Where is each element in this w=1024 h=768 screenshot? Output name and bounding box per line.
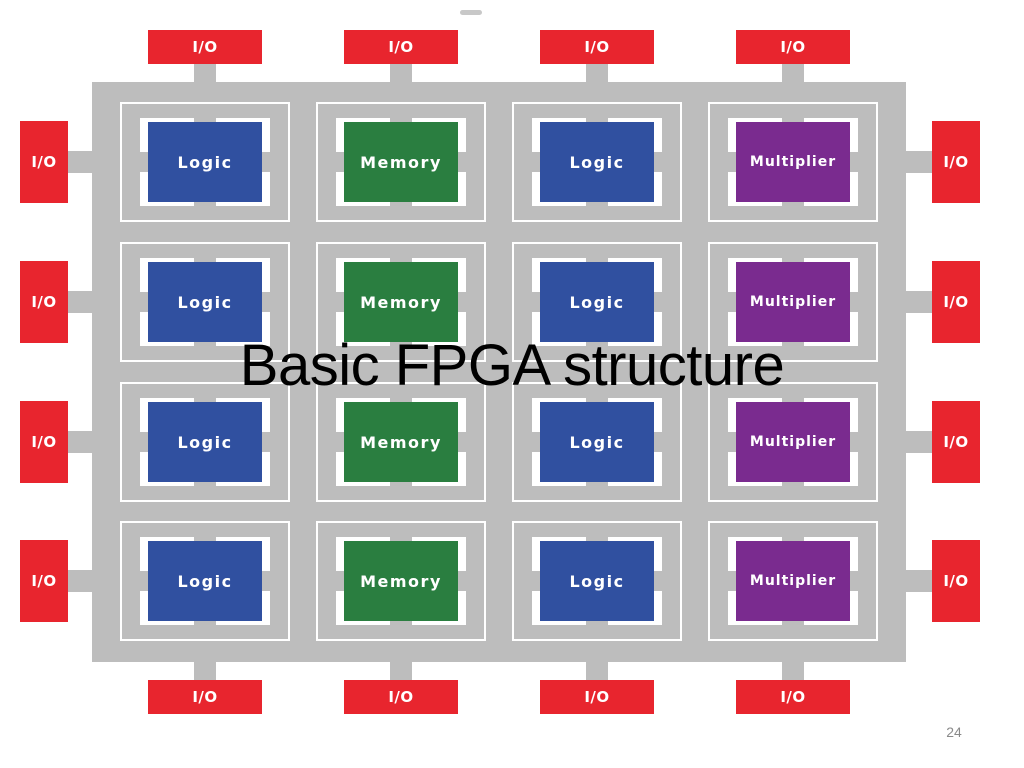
multiplier-block: Multiplier	[736, 262, 850, 342]
top-mark	[460, 10, 482, 15]
routing-stub-top	[782, 62, 804, 84]
logic-block: Logic	[540, 262, 654, 342]
routing-stub-bottom	[782, 660, 804, 682]
memory-block: Memory	[344, 402, 458, 482]
routing-stub-right	[904, 570, 934, 592]
routing-stub-top	[586, 62, 608, 84]
routing-stub-left	[66, 570, 94, 592]
slide-number: 24	[946, 724, 962, 740]
io-pad-right: I/O	[932, 540, 980, 622]
io-pad-top: I/O	[148, 30, 262, 64]
memory-block: Memory	[344, 541, 458, 621]
logic-block: Logic	[540, 402, 654, 482]
logic-block: Logic	[148, 262, 262, 342]
routing-stub-bottom	[586, 660, 608, 682]
io-pad-right: I/O	[932, 121, 980, 203]
io-pad-left: I/O	[20, 540, 68, 622]
routing-stub-right	[904, 431, 934, 453]
routing-stub-left	[66, 431, 94, 453]
io-pad-bottom: I/O	[344, 680, 458, 714]
logic-block: Logic	[148, 122, 262, 202]
io-pad-right: I/O	[932, 401, 980, 483]
io-pad-bottom: I/O	[540, 680, 654, 714]
memory-block: Memory	[344, 262, 458, 342]
io-pad-top: I/O	[736, 30, 850, 64]
io-pad-top: I/O	[540, 30, 654, 64]
logic-block: Logic	[148, 541, 262, 621]
io-pad-top: I/O	[344, 30, 458, 64]
routing-stub-bottom	[194, 660, 216, 682]
multiplier-block: Multiplier	[736, 402, 850, 482]
io-pad-left: I/O	[20, 401, 68, 483]
logic-block: Logic	[540, 541, 654, 621]
slide-title: Basic FPGA structure	[239, 333, 785, 398]
io-pad-bottom: I/O	[736, 680, 850, 714]
memory-block: Memory	[344, 122, 458, 202]
logic-block: Logic	[148, 402, 262, 482]
routing-stub-top	[390, 62, 412, 84]
routing-stub-right	[904, 291, 934, 313]
multiplier-block: Multiplier	[736, 122, 850, 202]
routing-stub-left	[66, 151, 94, 173]
multiplier-block: Multiplier	[736, 541, 850, 621]
logic-block: Logic	[540, 122, 654, 202]
io-pad-right: I/O	[932, 261, 980, 343]
routing-stub-bottom	[390, 660, 412, 682]
routing-stub-top	[194, 62, 216, 84]
io-pad-bottom: I/O	[148, 680, 262, 714]
io-pad-left: I/O	[20, 261, 68, 343]
routing-stub-right	[904, 151, 934, 173]
routing-stub-left	[66, 291, 94, 313]
io-pad-left: I/O	[20, 121, 68, 203]
